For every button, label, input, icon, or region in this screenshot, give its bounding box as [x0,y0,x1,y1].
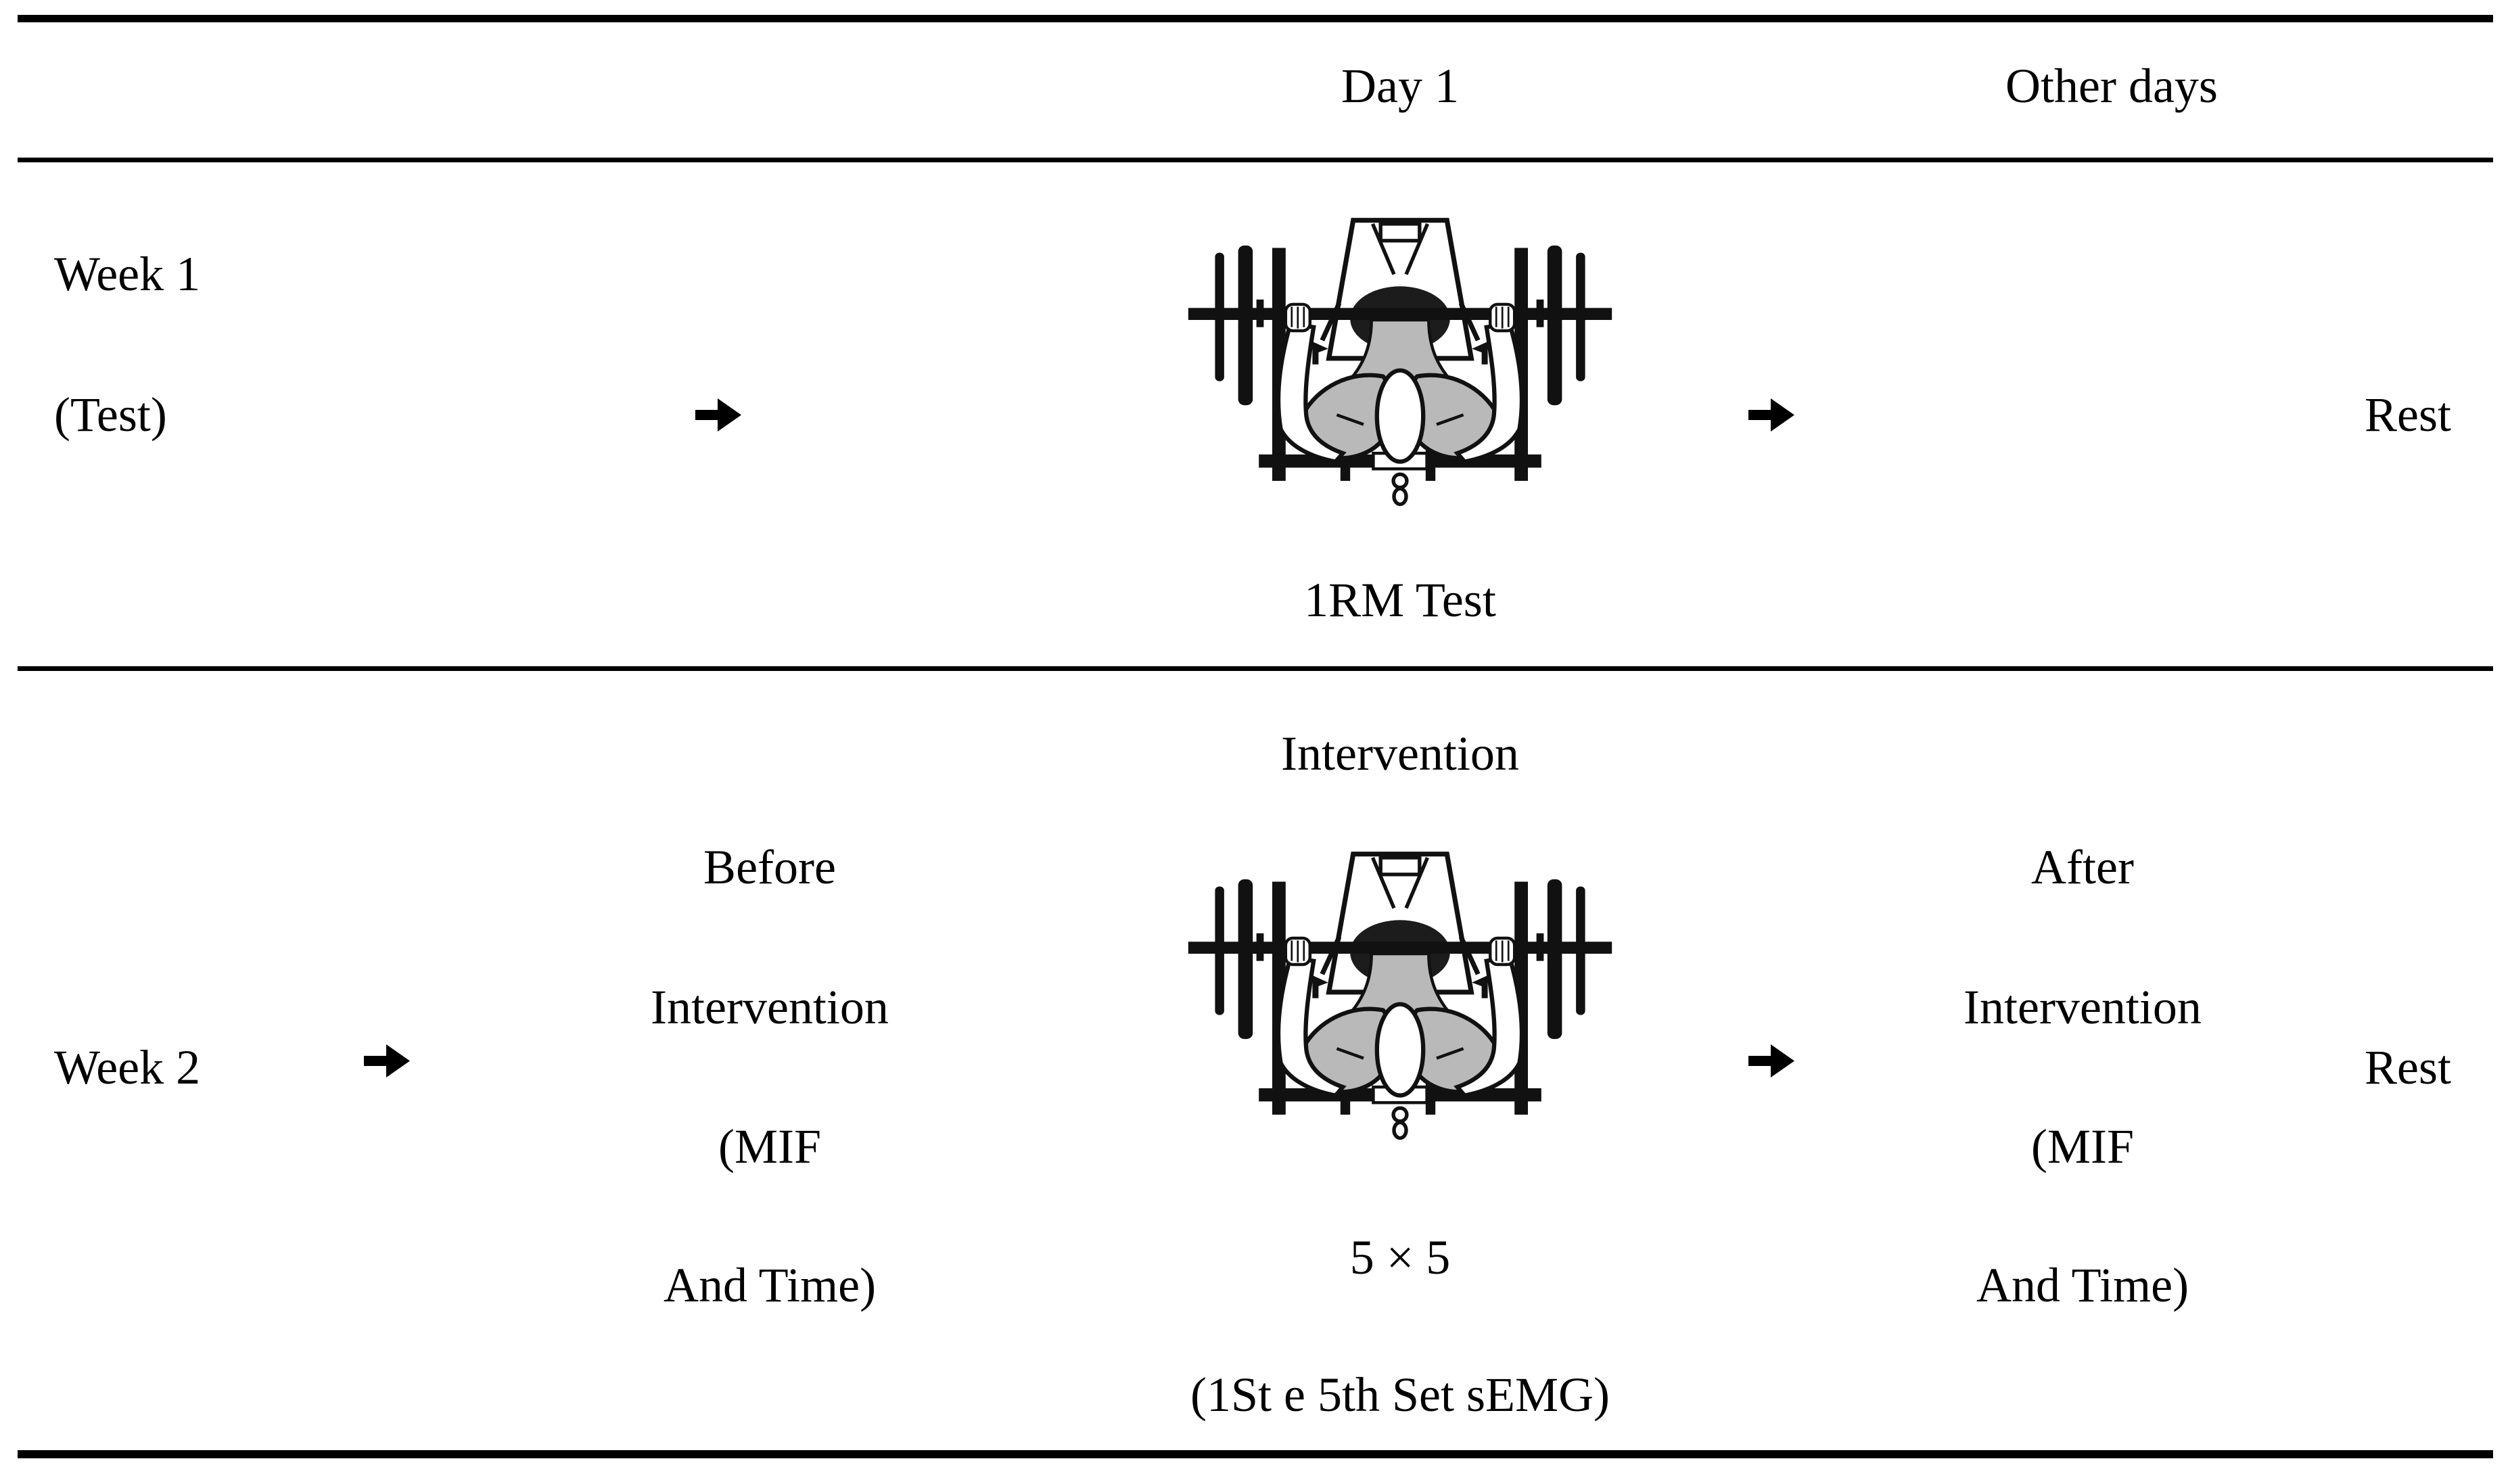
bench-press-illustration [1188,852,1612,1140]
right-arrow-icon [364,1044,410,1077]
week2-after-line3: (MIF [2030,1119,2135,1174]
right-arrow-icon [1748,1044,1794,1077]
week2-before-line1: Before [703,840,836,894]
table-mid-border [18,666,2493,671]
week2-before-line4: And Time) [663,1258,877,1312]
column-header-other-days: Other days [2005,59,2218,113]
week2-before-line3: (MIF [718,1119,822,1174]
table-top-border [18,15,2493,22]
week2-after-line2: Intervention [1963,980,2202,1034]
week2-after-line1: After [2031,840,2134,894]
week2-sets-caption: 5 × 5 [1349,1230,1451,1284]
week2-after-line4: And Time) [1976,1258,2189,1312]
table-bottom-border [18,1450,2493,1458]
right-arrow-icon [1748,398,1794,432]
week2-semg-caption: (1St e 5th Set sEMG) [1190,1368,1610,1422]
week2-rest-label: Rest [2364,1040,2452,1094]
table-header-border [18,158,2493,162]
week1-rest-label: Rest [2364,388,2452,442]
week2-intervention-title: Intervention [1281,726,1519,781]
week1-test-label: (Test) [54,388,167,442]
week2-label: Week 2 [54,1040,201,1094]
bench-press-illustration [1188,218,1612,507]
week1-label: Week 1 [54,247,201,301]
week2-before-line2: Intervention [651,980,889,1034]
week1-exercise-caption: 1RM Test [1304,573,1496,627]
column-header-day1: Day 1 [1341,59,1459,113]
right-arrow-icon [695,398,741,432]
